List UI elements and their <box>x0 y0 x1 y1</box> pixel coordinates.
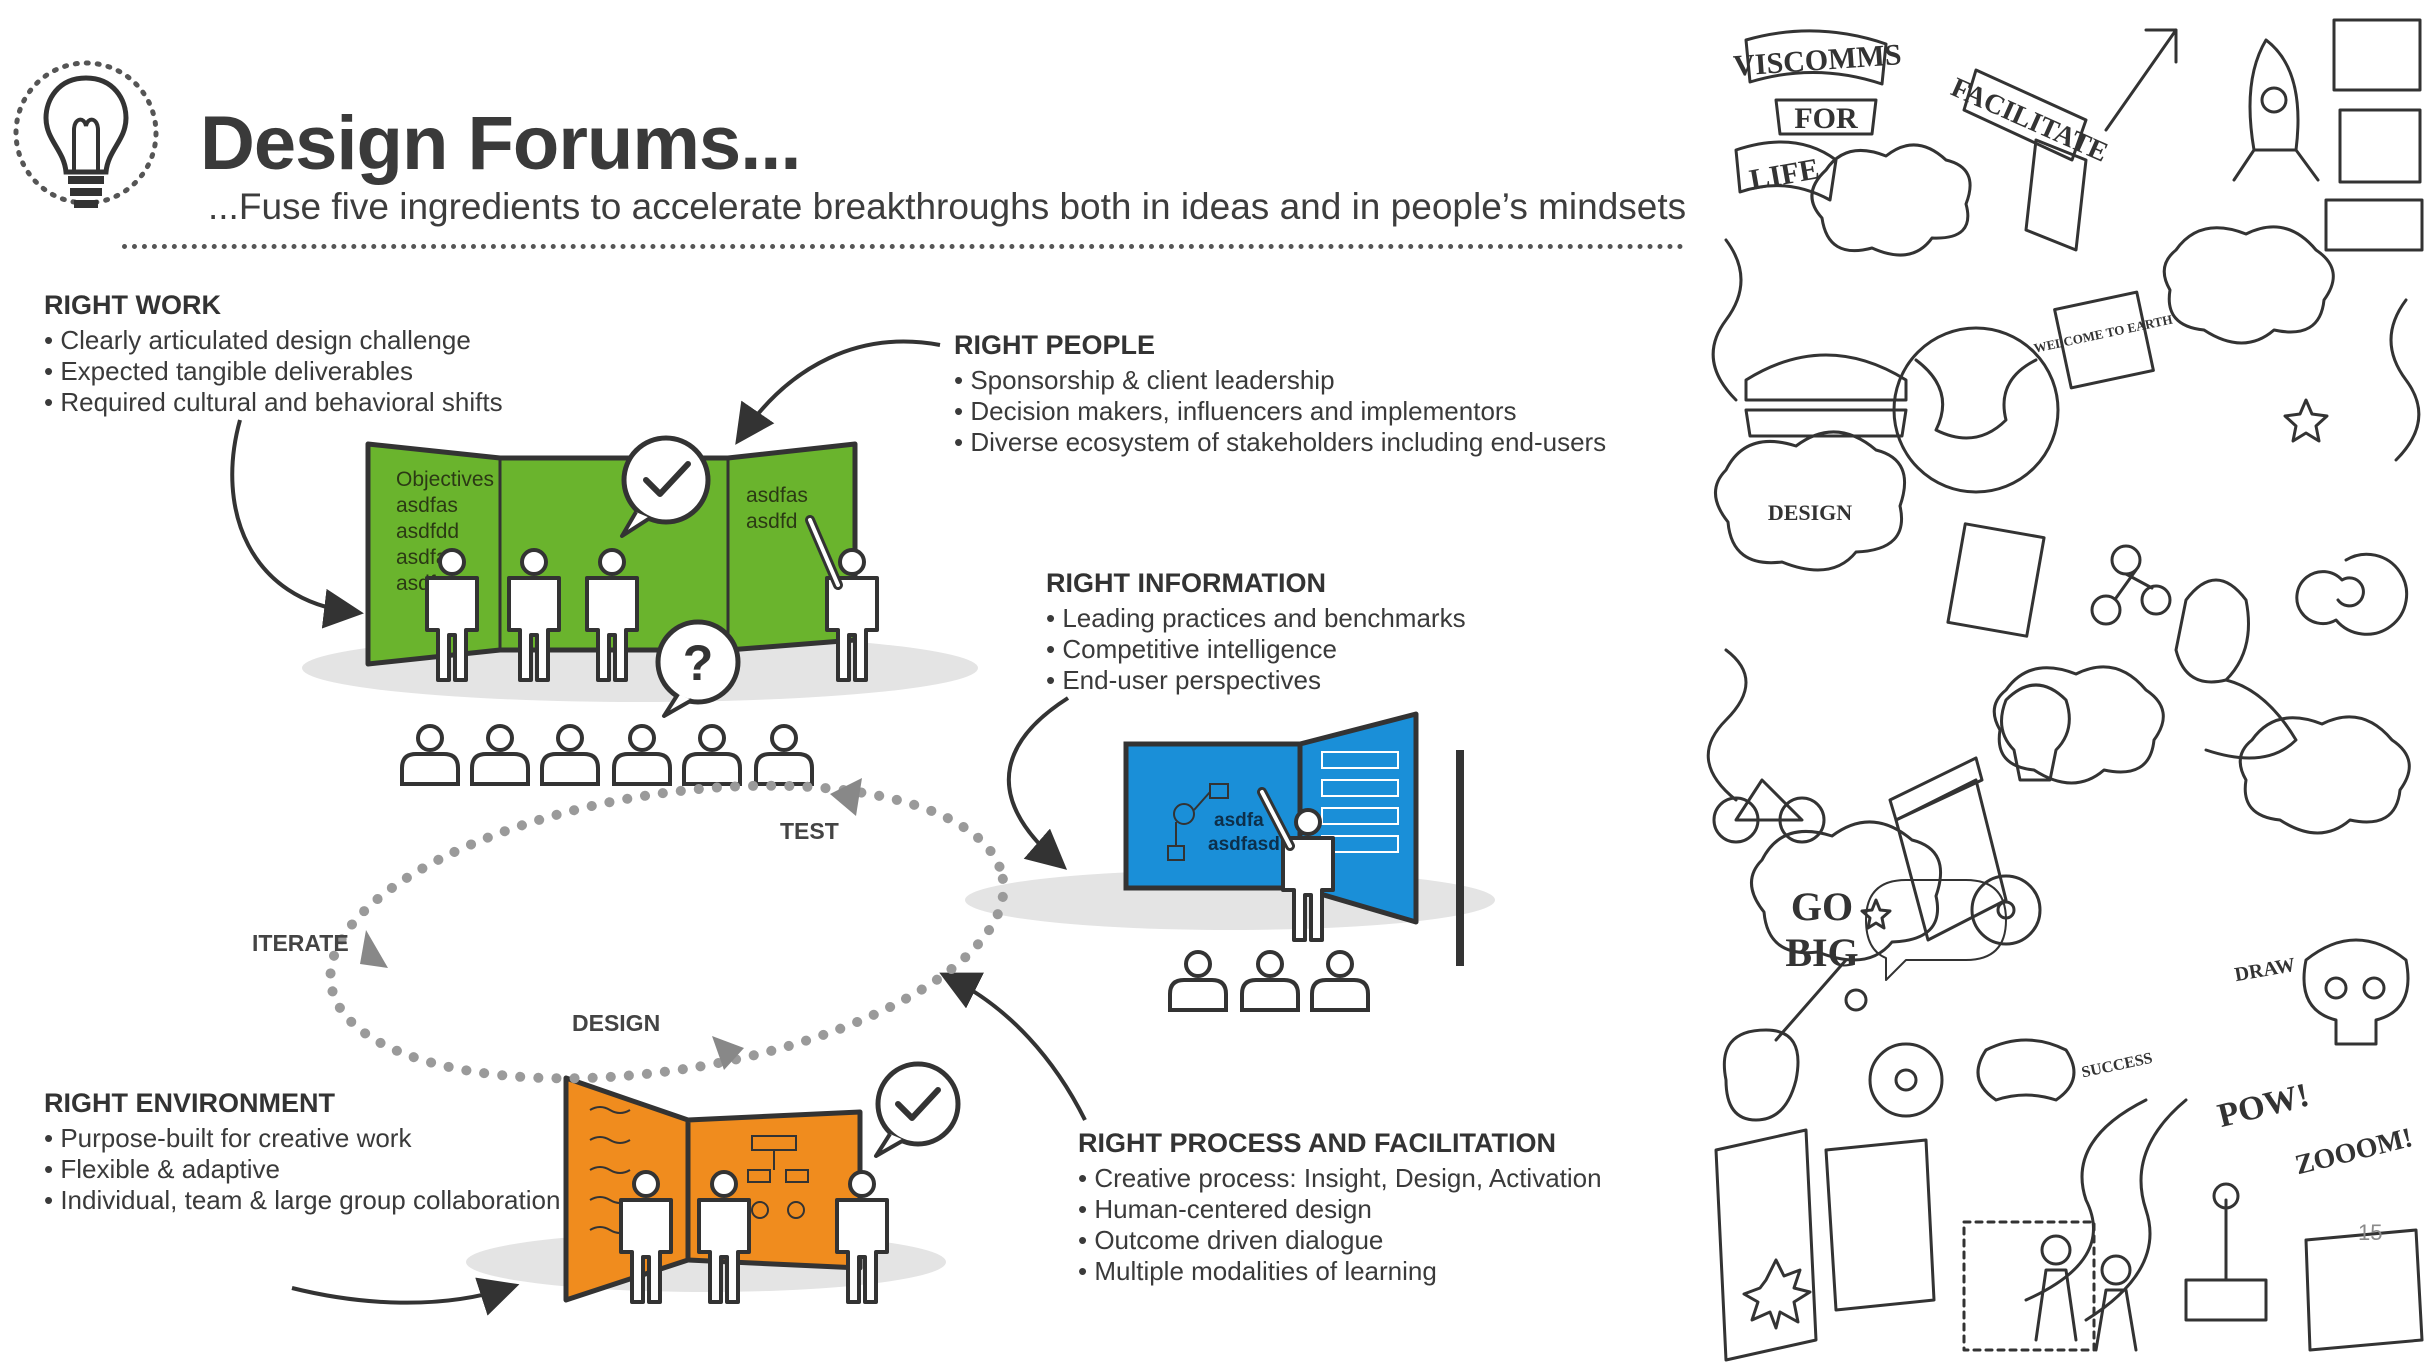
list-item: Purpose-built for creative work <box>44 1123 560 1154</box>
list-item: Leading practices and benchmarks <box>1046 603 1465 634</box>
list-item: Diverse ecosystem of stakeholders includ… <box>954 427 1606 458</box>
list-item: Human-centered design <box>1078 1194 1602 1225</box>
cycle-label-design: DESIGN <box>572 1010 661 1036</box>
doodle-word: WELCOME TO EARTH <box>2032 312 2173 356</box>
board-text-line: asdfdd <box>396 520 459 543</box>
svg-text:?: ? <box>683 635 714 691</box>
blue-board-group: asdfa asdfasd <box>965 711 1495 1012</box>
list-item: Required cultural and behavioral shifts <box>44 387 502 418</box>
checkmark-bubble-icon <box>620 435 711 538</box>
board-text-line: asdfas <box>746 484 808 507</box>
list-item: Individual, team & large group collabora… <box>44 1185 560 1216</box>
list-item: Expected tangible deliverables <box>44 356 503 387</box>
section-right-process: RIGHT PROCESS AND FACILITATION Creative … <box>1078 1128 1602 1287</box>
section-heading: RIGHT INFORMATION <box>1046 568 1326 598</box>
audience-row <box>400 724 814 786</box>
list-item: Outcome driven dialogue <box>1078 1225 1602 1256</box>
doodle-word: DRAW <box>2233 954 2297 986</box>
list-item: End-user perspectives <box>1046 665 1466 696</box>
list-item: Clearly articulated design challenge <box>44 325 503 356</box>
checkmark-bubble-icon <box>874 1061 961 1158</box>
doodle-word: VISCOMMS <box>1732 38 1902 83</box>
section-heading: RIGHT WORK <box>44 290 221 320</box>
list-item: Sponsorship & client leadership <box>954 365 1606 396</box>
doodle-word: GO <box>1791 884 1853 929</box>
cycle-label-iterate: ITERATE <box>252 930 349 956</box>
doodle-word: FACILITATE <box>1946 72 2112 169</box>
page-number: 15 <box>2358 1220 2382 1245</box>
person-icon <box>805 515 879 682</box>
green-board-group: Objectives asdfas asdfdd asdfas asdf asd… <box>302 435 978 786</box>
doodle-word: POW! <box>2214 1077 2313 1135</box>
section-heading: RIGHT PROCESS AND FACILITATION <box>1078 1128 1556 1158</box>
list-item: Multiple modalities of learning <box>1078 1256 1602 1287</box>
lightbulb-icon <box>13 60 159 208</box>
section-right-information: RIGHT INFORMATION Leading practices and … <box>1046 568 1466 696</box>
doodle-panel: VISCOMMS FOR LIFE FACILITATE DESIGN GO B… <box>1706 0 2434 1364</box>
list-item: Flexible & adaptive <box>44 1154 560 1185</box>
section-right-environment: RIGHT ENVIRONMENT Purpose-built for crea… <box>44 1088 560 1216</box>
doodle-word: SUCCESS <box>2080 1050 2154 1082</box>
page-title: Design Forums... <box>200 101 802 186</box>
dotted-divider <box>122 244 1684 249</box>
section-heading: RIGHT ENVIRONMENT <box>44 1088 336 1118</box>
iteration-cycle <box>325 778 1009 1084</box>
list-item: Decision makers, influencers and impleme… <box>954 396 1606 427</box>
page-subtitle: ...Fuse five ingredients to accelerate b… <box>208 186 1687 227</box>
doodle-word: DESIGN <box>1768 500 1852 525</box>
section-heading: RIGHT PEOPLE <box>954 330 1156 360</box>
doodle-word: BIG <box>1785 930 1858 975</box>
diagram-illustration: Objectives asdfas asdfdd asdfas asdf asd… <box>13 60 1495 1316</box>
list-item: Creative process: Insight, Design, Activ… <box>1078 1163 1601 1194</box>
board-text-line: asdfa <box>1214 810 1264 831</box>
doodle-word: FOR <box>1794 102 1858 135</box>
board-text-line: asdfas <box>396 494 458 517</box>
arrow-icon <box>230 339 1087 1316</box>
audience-row <box>1168 950 1370 1012</box>
section-right-people: RIGHT PEOPLE Sponsorship & client leader… <box>954 330 1606 458</box>
orange-board-group <box>466 1061 961 1304</box>
doodle-word: ZOOOM! <box>2292 1122 2416 1181</box>
board-text-line: asdfasd <box>1208 834 1280 855</box>
list-item: Competitive intelligence <box>1046 634 1466 665</box>
board-text-line: asdfd <box>746 510 797 533</box>
question-bubble-icon: ? <box>655 619 741 718</box>
cycle-label-test: TEST <box>780 818 839 844</box>
person-icon <box>1257 787 1335 942</box>
section-right-work: RIGHT WORK Clearly articulated design ch… <box>44 290 503 418</box>
board-text-line: Objectives <box>396 468 494 491</box>
